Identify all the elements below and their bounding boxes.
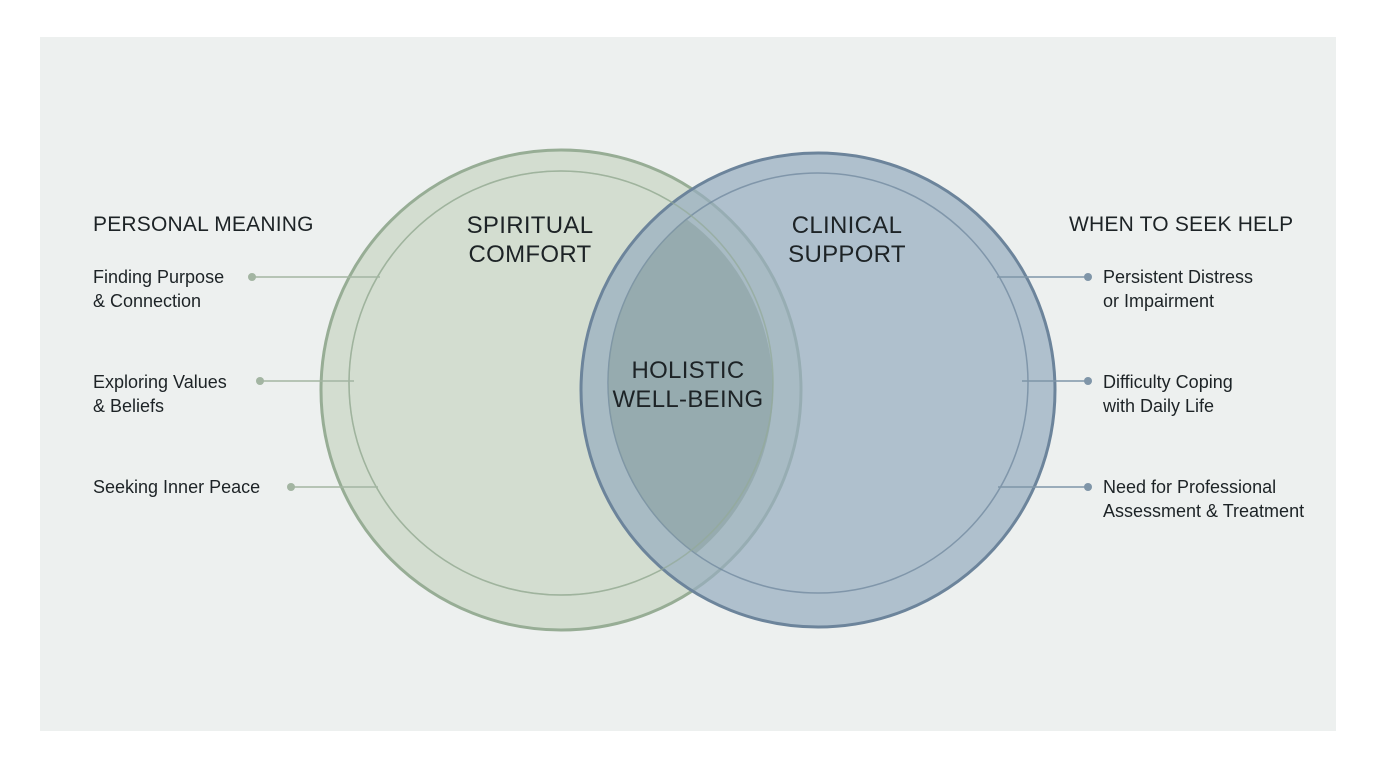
right-connector-dot-2: [1084, 377, 1092, 385]
personal-meaning-heading: PERSONAL MEANING: [93, 213, 314, 236]
left-connector-dot-3: [287, 483, 295, 491]
left-item-2: Exploring Values & Beliefs: [93, 372, 227, 416]
holistic-well-being-label: HOLISTIC WELL-BEING: [612, 357, 764, 413]
right-item-2: Difficulty Coping with Daily Life: [1103, 372, 1233, 416]
when-to-seek-help-heading: WHEN TO SEEK HELP: [1069, 213, 1294, 236]
right-item-3: Need for Professional Assessment & Treat…: [1103, 477, 1305, 521]
left-item-1: Finding Purpose & Connection: [93, 267, 225, 311]
right-connector-dot-3: [1084, 483, 1092, 491]
left-connector-dot-1: [248, 273, 256, 281]
right-item-1: Persistent Distress or Impairment: [1103, 267, 1254, 311]
left-connector-dot-2: [256, 377, 264, 385]
left-circle-edge: [348, 170, 774, 596]
spiritual-comfort-label: SPIRITUAL COMFORT: [466, 212, 594, 268]
overlap-region: [608, 178, 773, 593]
right-connector-dot-1: [1084, 273, 1092, 281]
clinical-support-label: CLINICAL SUPPORT: [788, 212, 906, 268]
left-item-3: Seeking Inner Peace: [93, 477, 261, 497]
